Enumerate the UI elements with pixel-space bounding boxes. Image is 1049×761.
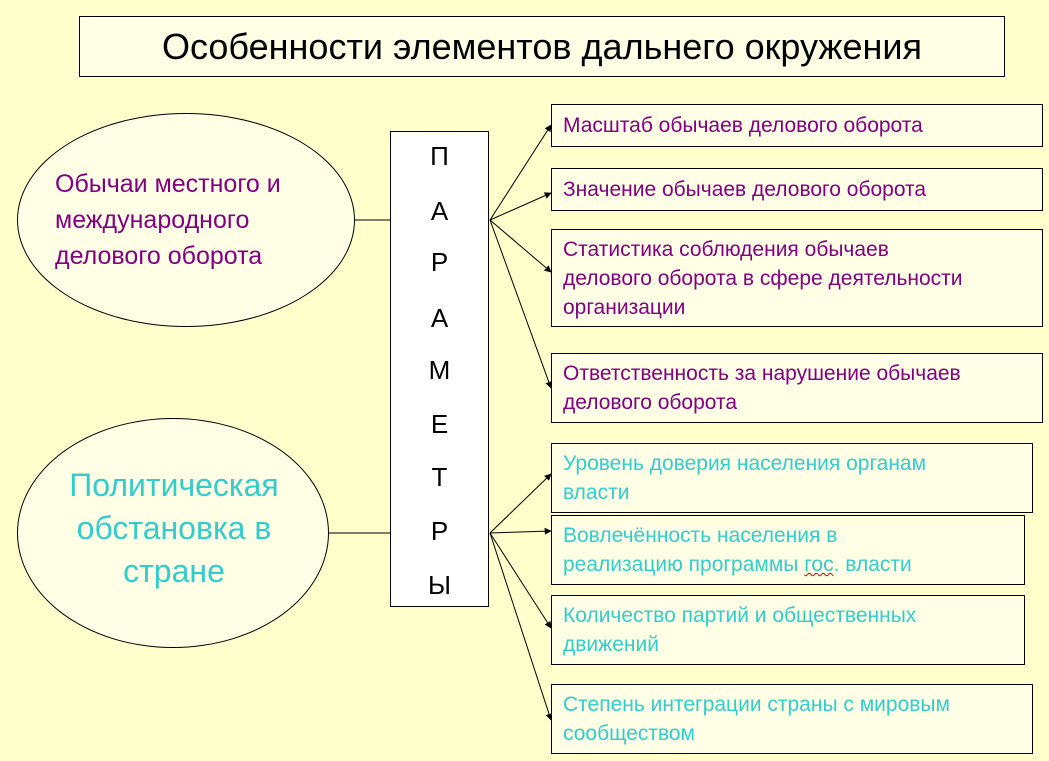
parameters-letter: Р [430,247,449,277]
parameters-letter: Т [431,462,448,492]
public-involvement-line-2: реализацию программы гос. власти [563,553,912,576]
parameter-text: Масштаб обычаев делового оборота [563,114,923,137]
parameter-box-public-trust: Уровень доверия населения органам власти [551,443,1033,513]
diagram-title: Особенности элементов дальнего окружения [79,16,1005,77]
factor-ellipse-political-situation: Политическая обстановка в стране [17,418,329,648]
parameter-text: Вовлечённость населения в реализацию про… [563,524,912,576]
parameter-text: Уровень доверия населения органам власти [563,452,927,504]
parameter-box-customs-statistics: Статистика соблюдения обычаев делового о… [551,229,1043,327]
arrow-param-1 [489,124,552,221]
parameter-box-parties-count: Количество партий и общественных движени… [551,595,1025,665]
factor-label-business-customs: Обычаи местного и международного деловог… [55,170,281,270]
parameters-letter: М [428,355,451,385]
parameters-letter: А [430,303,449,333]
arrow-param-4 [489,219,553,389]
parameters-letter: Р [430,516,449,546]
parameter-text: Степень интеграции страны с мировым сооб… [563,693,950,745]
parameters-letter: Е [430,409,449,439]
parameter-text: Количество партий и общественных движени… [563,604,917,656]
parameter-text: Значение обычаев делового оборота [563,178,927,201]
arrow-param-6 [489,527,552,535]
arrow-param-2 [489,192,552,221]
parameter-box-customs-importance: Значение обычаев делового оборота [551,168,1043,211]
arrow-param-3 [489,219,552,273]
parameters-label-box: П А Р А М Е Т Р Ы [390,131,489,607]
parameters-letter: Ы [427,570,452,600]
parameters-letter: А [430,196,449,226]
factor-label-political-situation: Политическая обстановка в стране [69,467,279,589]
arrow-param-8 [489,532,553,721]
parameter-box-customs-liability: Ответственность за нарушение обычаев дел… [551,353,1043,423]
arrow-param-7 [489,532,552,629]
arrow-param-5 [489,473,552,534]
factor-ellipse-business-customs: Обычаи местного и международного деловог… [17,113,355,327]
parameter-box-global-integration: Степень интеграции страны с мировым сооб… [551,684,1033,754]
parameters-letter: П [430,141,449,171]
parameter-text: Статистика соблюдения обычаев делового о… [563,237,963,319]
parameter-text: Ответственность за нарушение обычаев дел… [563,362,961,414]
parameter-box-customs-scale: Масштаб обычаев делового оборота [551,104,1043,147]
parameter-box-public-involvement: Вовлечённость населения в реализацию про… [551,515,1025,585]
